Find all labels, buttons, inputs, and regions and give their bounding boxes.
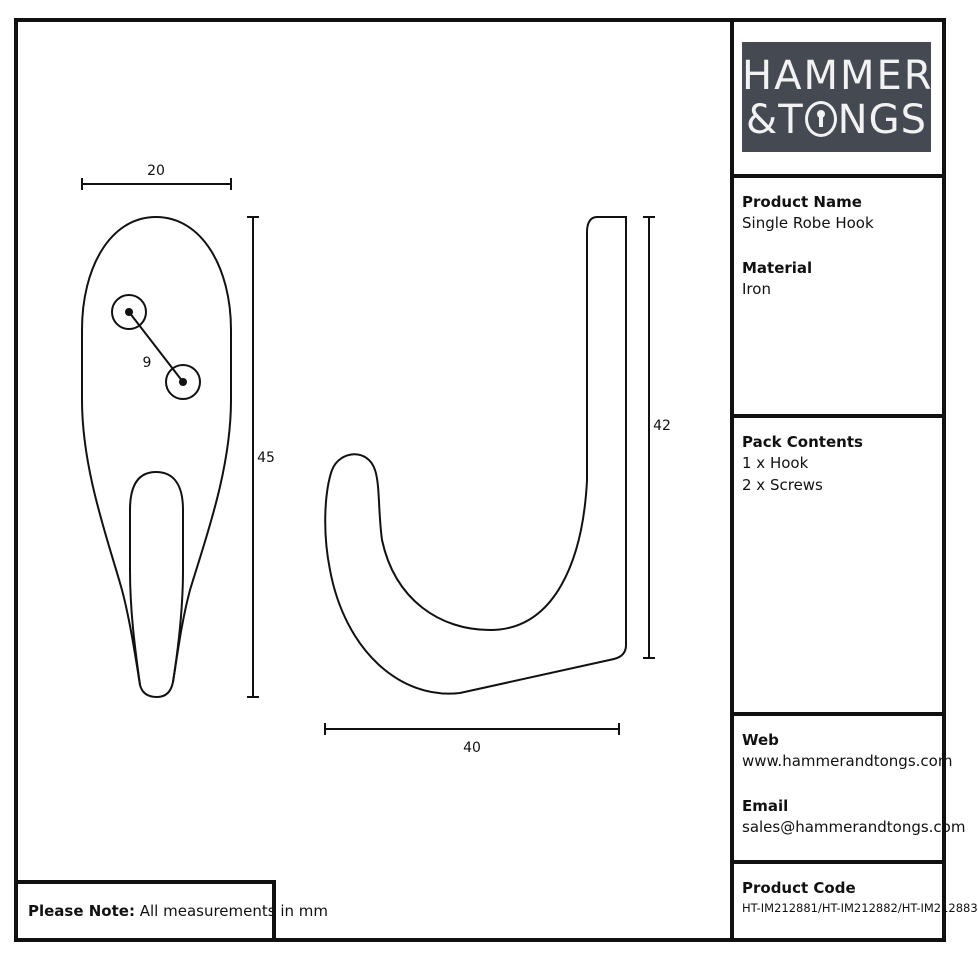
product-code-panel: Product Code HT-IM212881/HT-IM212882/HT-… [730,860,978,942]
note-text: All measurements in mm [139,902,329,920]
product-code-value: HT-IM212881/HT-IM212882/HT-IM212883 [742,901,978,915]
screw-hole-top [111,294,147,330]
keyhole-icon [804,101,837,137]
product-code-label: Product Code [742,879,856,897]
product-name-label: Product Name [742,193,862,211]
side-depth-label: 40 [463,740,481,756]
technical-drawing: 20 9 45 42 40 [81,163,671,756]
hole-spacing-label: 9 [143,355,152,371]
logo-ampersand: & [746,97,779,143]
email-link[interactable]: sales@hammerandtongs.com [742,818,966,836]
contact-panel: Web www.hammerandtongs.com Email sales@h… [730,712,966,862]
web-label: Web [742,731,779,749]
screw-hole-bottom [165,364,201,400]
hole-spacing-line [128,311,184,383]
side-hook-outline [324,216,627,695]
screw-center-top [125,308,133,316]
material-value: Iron [742,280,771,298]
measurement-note: Please Note: All measurements in mm [14,880,328,942]
note-label: Please Note: [28,902,135,920]
pack-item: 1 x Hook [742,454,809,472]
side-view [324,216,655,735]
product-name-value: Single Robe Hook [742,214,874,232]
screw-center-bottom [179,378,187,386]
front-width-label: 20 [147,163,165,179]
logo-ngs: NGS [837,97,927,143]
material-label: Material [742,259,813,277]
pack-item: 2 x Screws [742,476,823,494]
email-label: Email [742,797,789,815]
front-plate-outline [81,215,232,699]
pack-contents-panel: Pack Contents 1 x Hook 2 x Screws [730,414,946,714]
logo-line-2: &T NGS [742,98,931,142]
product-info-panel: Product Name Single Robe Hook Material I… [730,174,946,416]
drawing-frame [14,18,946,942]
front-arm-outline [129,470,184,686]
side-height-label: 42 [653,418,671,434]
pack-contents-label: Pack Contents [742,433,863,451]
front-view [81,178,259,699]
web-link[interactable]: www.hammerandtongs.com [742,752,953,770]
logo-line-1: HAMMER [742,53,934,99]
logo-t: T [778,97,804,143]
brand-logo: HAMMER &T NGS [742,42,934,152]
front-height-label: 45 [257,450,275,466]
